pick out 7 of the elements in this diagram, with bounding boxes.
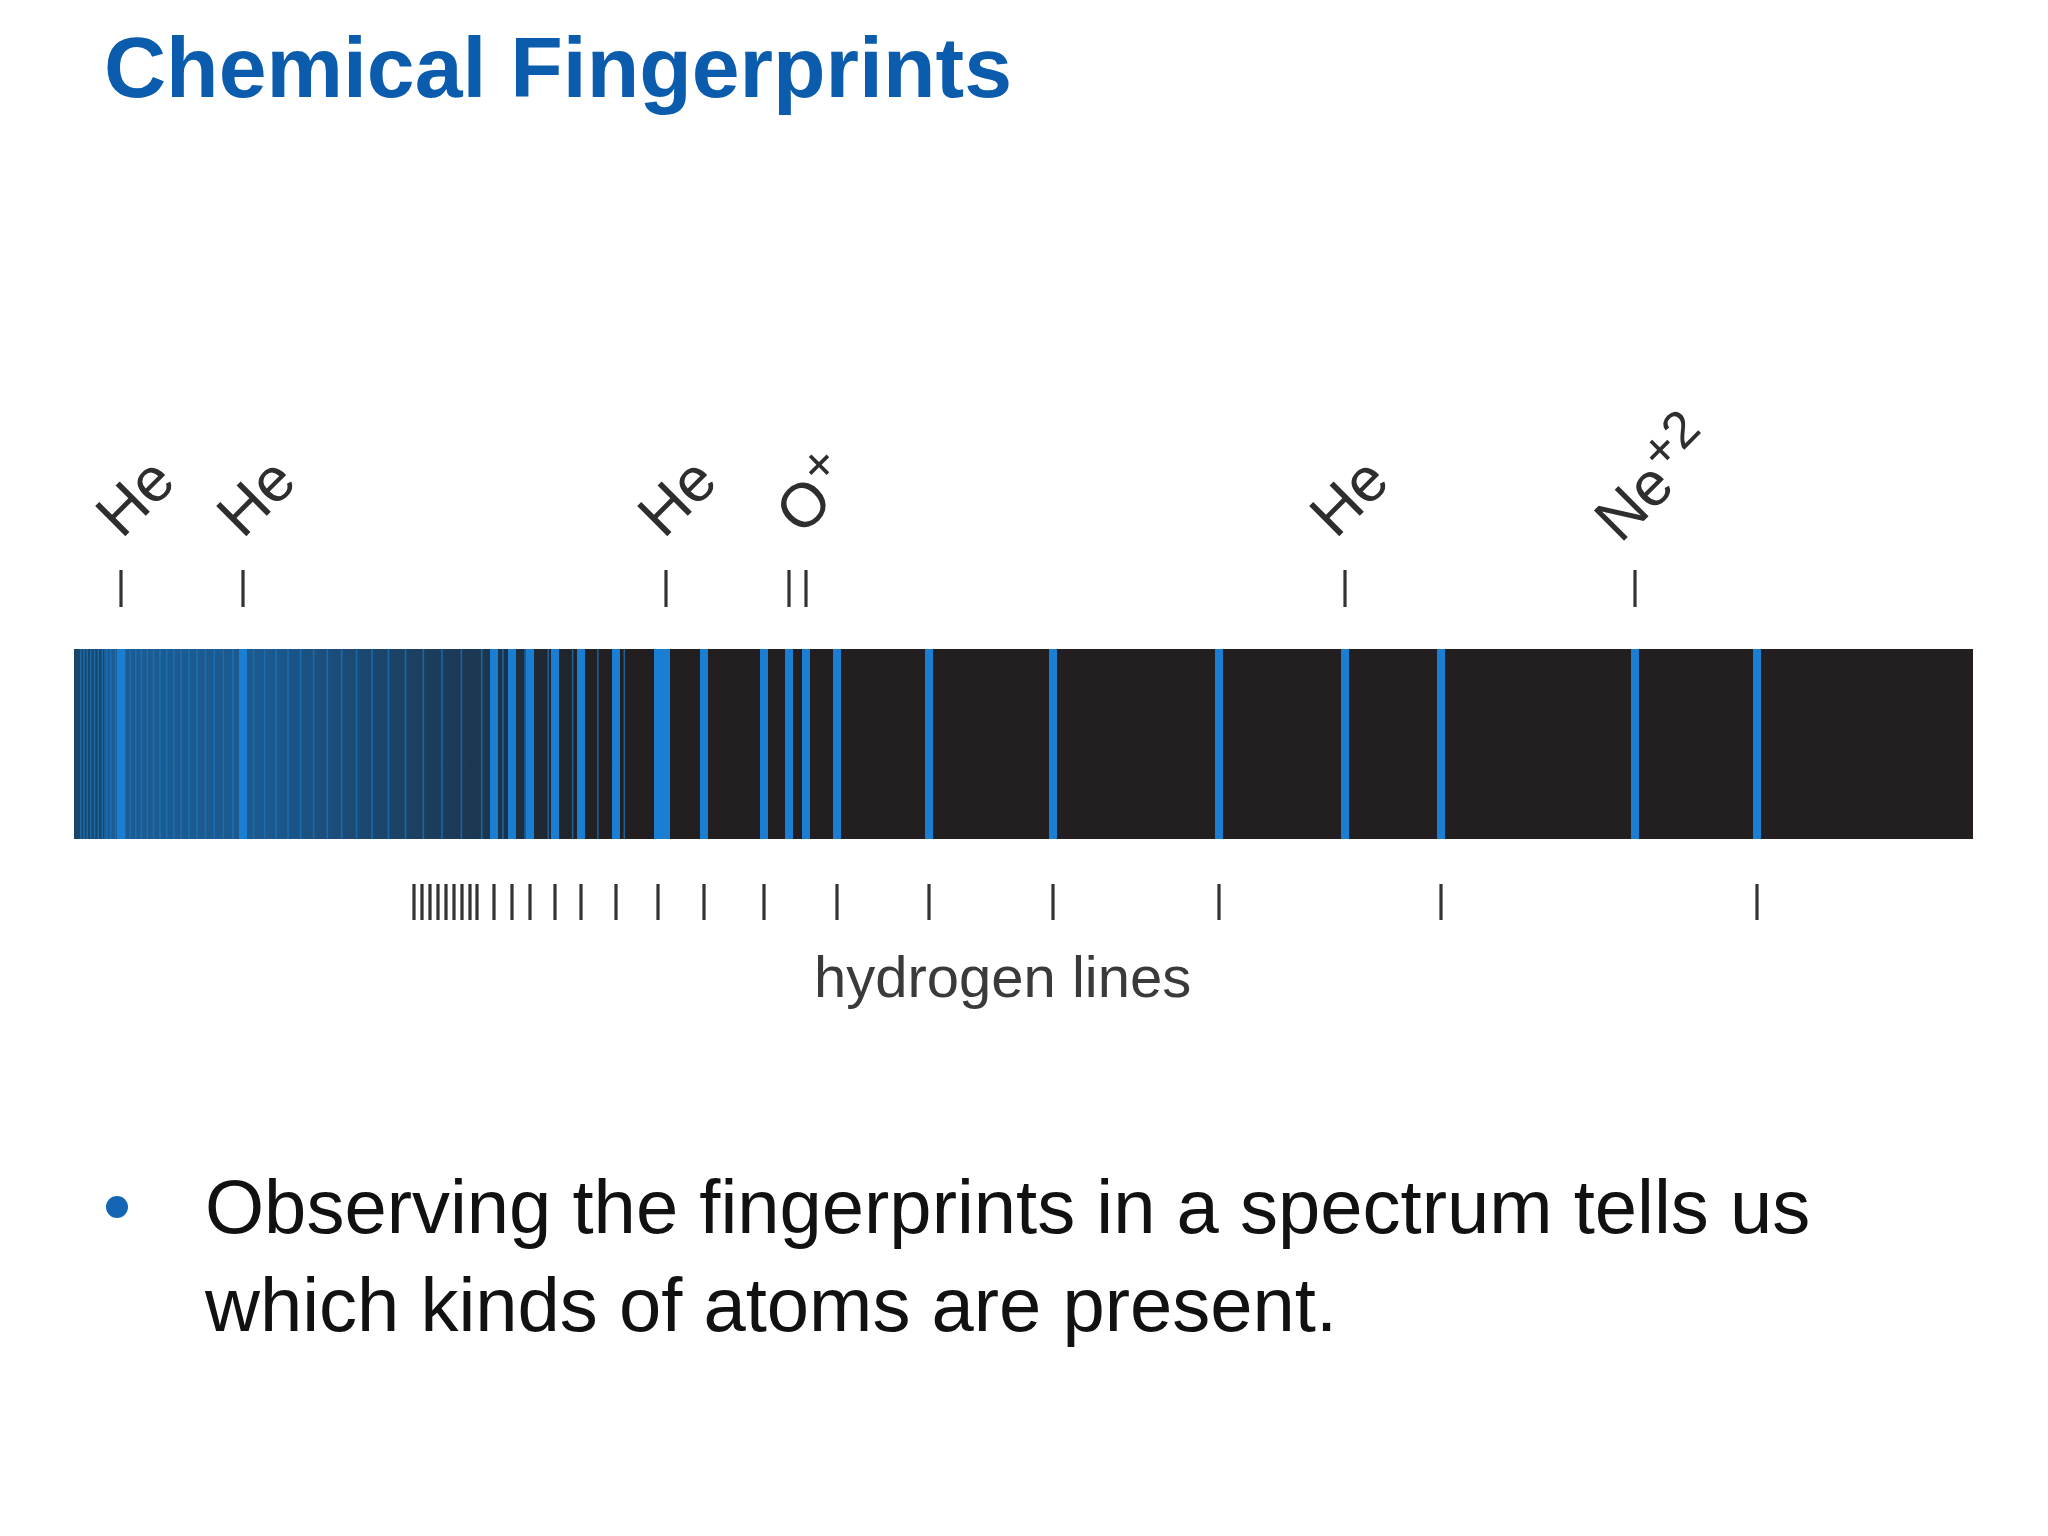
bullet-text: Observing the fingerprints in a spectrum tells us which kinds of atoms are present. (205, 1163, 1812, 1349)
spectral-line-label: He (627, 447, 727, 547)
spectral-line-label: hydrogen lines (814, 943, 1192, 1011)
spectral-line-label: He (85, 447, 185, 547)
spectral-line-label: He (1299, 447, 1399, 547)
spectral-line-label: He (206, 447, 306, 547)
slide-title: Chemical Fingerprints (104, 18, 1012, 117)
